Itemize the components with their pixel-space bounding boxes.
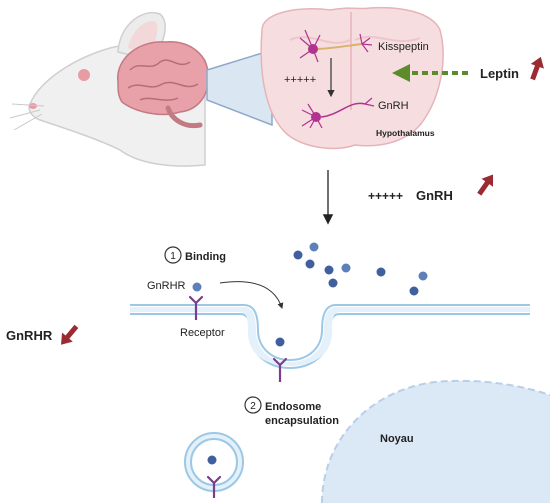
step-1-badge — [164, 246, 182, 264]
gnrh-brain-label: GnRH — [378, 100, 409, 112]
nucleus-label: Noyau — [380, 433, 414, 445]
kisspeptin-neuron — [299, 29, 373, 63]
gnrh-output-plus: +++++ — [368, 189, 403, 203]
step-2-title-line1: Endosome — [265, 401, 321, 413]
receptor-side-label: GnRHR — [6, 328, 53, 343]
receptor-decrease-arrow-icon — [61, 324, 79, 345]
endosome-vesicle — [184, 432, 244, 498]
gnrh-particles — [293, 242, 428, 296]
step-1-number: 1 — [170, 251, 176, 262]
leptin-increase-arrow-icon — [530, 56, 544, 81]
hypothalamus-label: Hypothalamus — [376, 128, 435, 138]
cell-membrane — [130, 304, 530, 370]
pit-receptor — [272, 337, 288, 382]
rat-brain-icon — [117, 41, 209, 129]
binding-arrow — [219, 281, 284, 309]
surface-receptor — [188, 295, 204, 320]
leptin-arrow — [392, 64, 468, 82]
brain-plus-signs: +++++ — [284, 74, 316, 86]
leptin-label: Leptin — [480, 66, 519, 81]
gnrh-increase-arrow-icon — [477, 174, 494, 196]
receptor-label: Receptor — [180, 327, 225, 339]
step-2-badge — [244, 396, 262, 414]
ligand-label: GnRHR — [147, 280, 186, 292]
gnrh-neuron — [301, 97, 375, 129]
ligand-particle — [192, 282, 202, 292]
zoom-projection — [206, 48, 273, 127]
step-2-number: 2 — [250, 401, 256, 412]
rat-eye — [78, 69, 90, 81]
kisspeptin-label: Kisspeptin — [378, 41, 429, 53]
gnrh-output-label: GnRH — [416, 188, 453, 203]
nucleus — [321, 379, 550, 503]
brain-section — [260, 6, 444, 150]
rat-nose — [29, 103, 37, 109]
step-1-title: Binding — [185, 251, 226, 263]
step-2-title-line2: encapsulation — [265, 415, 339, 427]
